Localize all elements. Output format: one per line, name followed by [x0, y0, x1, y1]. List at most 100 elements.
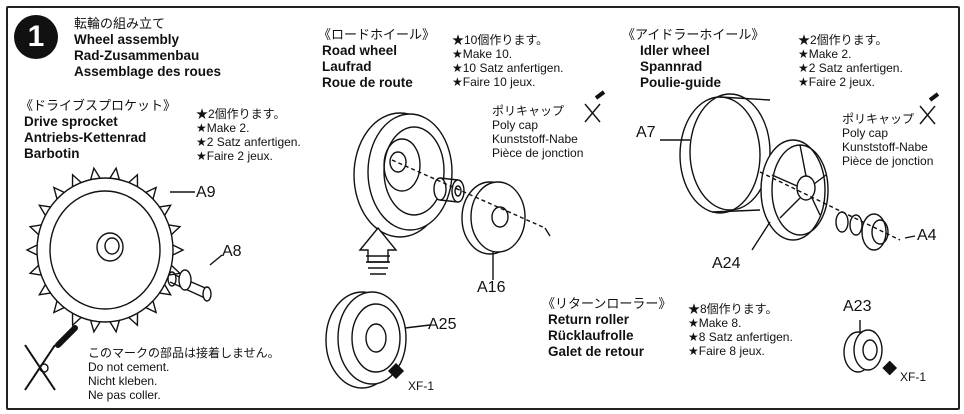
sprocket-tooth — [52, 300, 65, 314]
poly-cap-fr: Pièce de jonction — [842, 154, 934, 168]
paint-callout-xf1: XF-1 — [408, 379, 435, 393]
no-cement-en: Do not cement. — [88, 360, 170, 374]
road-wheel-a25-drawing — [325, 291, 431, 389]
part-label-a7: A7 — [636, 124, 656, 141]
return-roller-drawing — [843, 320, 898, 376]
no-cement-de: Nicht kleben. — [88, 374, 158, 388]
poly-cap-jp: ポリキャップ — [842, 112, 915, 126]
part-label-a9: A9 — [196, 184, 216, 201]
paint-callout-xf1-roller: XF-1 — [900, 370, 927, 384]
idler-wheel-en: Idler wheel — [640, 43, 710, 58]
idler-wheel-names: Idler wheel Spannrad Poulie-guide — [640, 43, 721, 91]
sprocket-tooth — [38, 284, 51, 296]
sprocket-tooth — [172, 244, 185, 256]
no-cement-jp: このマークの部品は接着しません。 — [88, 346, 280, 360]
poly-cap-de: Kunststoff-Nabe — [492, 132, 578, 146]
step-title-de: Rad-Zusammenbau — [74, 48, 200, 63]
part-label-a25: A25 — [428, 316, 457, 333]
sprocket-tooth — [71, 173, 82, 187]
return-roller-de: Rücklaufrolle — [548, 328, 634, 343]
qty-en: ★Make 2. — [196, 121, 250, 135]
step-number: 1 — [14, 15, 58, 59]
qty-de: ★10 Satz anfertigen. — [452, 61, 564, 75]
road-wheel-en: Road wheel — [322, 43, 398, 58]
sprocket-tooth — [109, 166, 121, 180]
drive-sprocket-en: Drive sprocket — [24, 114, 118, 129]
qty-en: ★Make 2. — [798, 47, 852, 61]
no-cement-symbol-idler — [919, 92, 940, 125]
qty-en: ★Make 8. — [688, 316, 742, 330]
sprocket-tooth — [145, 300, 158, 314]
road-wheel-title-jp: 《ロードホイール》 — [318, 28, 436, 43]
poly-cap-fr: Pièce de jonction — [492, 146, 584, 160]
qty-de: ★8 Satz anfertigen. — [688, 330, 793, 344]
return-roller-names: Return roller Rücklaufrolle Galet de ret… — [548, 312, 644, 360]
sprocket-tooth — [25, 244, 38, 256]
idler-wheel-qty: ★2個作ります。 ★Make 2. ★2 Satz anfertigen. ★F… — [798, 33, 903, 89]
no-cement-symbol — [24, 325, 78, 391]
step-title-jp: 転輪の組み立て — [74, 17, 166, 32]
no-cement-fr: Ne pas coller. — [88, 388, 161, 402]
assembly-direction-arrow — [358, 226, 398, 275]
sprocket-tooth — [159, 284, 172, 296]
qty-jp: ★10個作ります。 — [452, 33, 549, 47]
step-title-fr: Assemblage des roues — [74, 64, 222, 79]
poly-cap-label-road: ポリキャップ Poly cap Kunststoff-Nabe Pièce de… — [492, 104, 583, 160]
road-wheel-fr: Roue de route — [322, 75, 413, 90]
drive-sprocket-names: Drive sprocket Antriebs-Kettenrad Barbot… — [24, 114, 146, 162]
qty-jp: ★2個作ります。 — [196, 107, 286, 121]
return-roller-en: Return roller — [548, 312, 630, 327]
qty-en: ★Make 10. — [452, 47, 513, 61]
qty-fr: ★Faire 8 jeux. — [688, 344, 765, 358]
sprocket-tooth — [71, 313, 82, 327]
idler-wheel-de: Spannrad — [640, 59, 703, 74]
drive-sprocket-title-jp: 《ドライブスプロケット》 — [20, 99, 177, 114]
sprocket-tooth — [128, 313, 139, 327]
sprocket-tooth — [128, 173, 139, 187]
poly-cap-jp: ポリキャップ — [492, 104, 565, 118]
road-wheel-de: Laufrad — [322, 59, 372, 74]
road-wheel-qty: ★10個作ります。 ★Make 10. ★10 Satz anfertigen.… — [452, 33, 564, 89]
qty-de: ★2 Satz anfertigen. — [798, 61, 903, 75]
drive-sprocket-qty: ★2個作ります。 ★Make 2. ★2 Satz anfertigen. ★F… — [196, 107, 301, 163]
sprocket-tooth — [38, 204, 51, 216]
step-title: Wheel assembly Rad-Zusammenbau Assemblag… — [74, 32, 221, 80]
part-label-a24: A24 — [712, 255, 741, 272]
sprocket-tooth — [28, 264, 42, 276]
road-wheel-names: Road wheel Laufrad Roue de route — [322, 43, 413, 91]
sprocket-tooth — [145, 186, 158, 200]
sprocket-tooth — [52, 186, 65, 200]
qty-jp: ★2個作ります。 — [798, 33, 888, 47]
part-label-a16: A16 — [477, 279, 506, 296]
drive-sprocket-drawing — [25, 166, 212, 334]
poly-cap-de: Kunststoff-Nabe — [842, 140, 928, 154]
return-roller-fr: Galet de retour — [548, 344, 645, 359]
sprocket-tooth — [89, 320, 101, 334]
sprocket-tooth — [168, 224, 182, 236]
idler-wheel-fr: Poulie-guide — [640, 75, 721, 90]
poly-cap-en: Poly cap — [492, 118, 539, 132]
return-roller-title-jp: 《リターンローラー》 — [542, 297, 672, 312]
instruction-sheet — [6, 6, 960, 410]
step-title-en: Wheel assembly — [74, 32, 180, 47]
part-label-a8: A8 — [222, 243, 242, 260]
qty-fr: ★Faire 10 jeux. — [452, 75, 536, 89]
idler-wheel-title-jp: 《アイドラーホイール》 — [622, 28, 765, 43]
sprocket-tooth — [109, 320, 121, 334]
no-cement-note: このマークの部品は接着しません。 Do not cement. Nicht kl… — [88, 346, 280, 402]
part-label-a23: A23 — [843, 298, 872, 315]
sprocket-tooth — [89, 166, 101, 180]
idler-wheel-drawing — [660, 93, 916, 251]
poly-cap-label-idler: ポリキャップ Poly cap Kunststoff-Nabe Pièce de… — [842, 112, 933, 168]
drive-sprocket-fr: Barbotin — [24, 146, 80, 161]
qty-fr: ★Faire 2 jeux. — [196, 149, 273, 163]
sprocket-tooth — [28, 224, 42, 236]
part-label-a4: A4 — [917, 227, 937, 244]
drive-sprocket-de: Antriebs-Kettenrad — [24, 130, 147, 145]
sprocket-tooth — [159, 204, 172, 216]
return-roller-qty: ★8個作ります。 ★Make 8. ★8 Satz anfertigen. ★F… — [688, 302, 793, 358]
no-cement-symbol-road — [584, 90, 606, 123]
road-wheel-drawing — [353, 112, 551, 280]
poly-cap-en: Poly cap — [842, 126, 889, 140]
